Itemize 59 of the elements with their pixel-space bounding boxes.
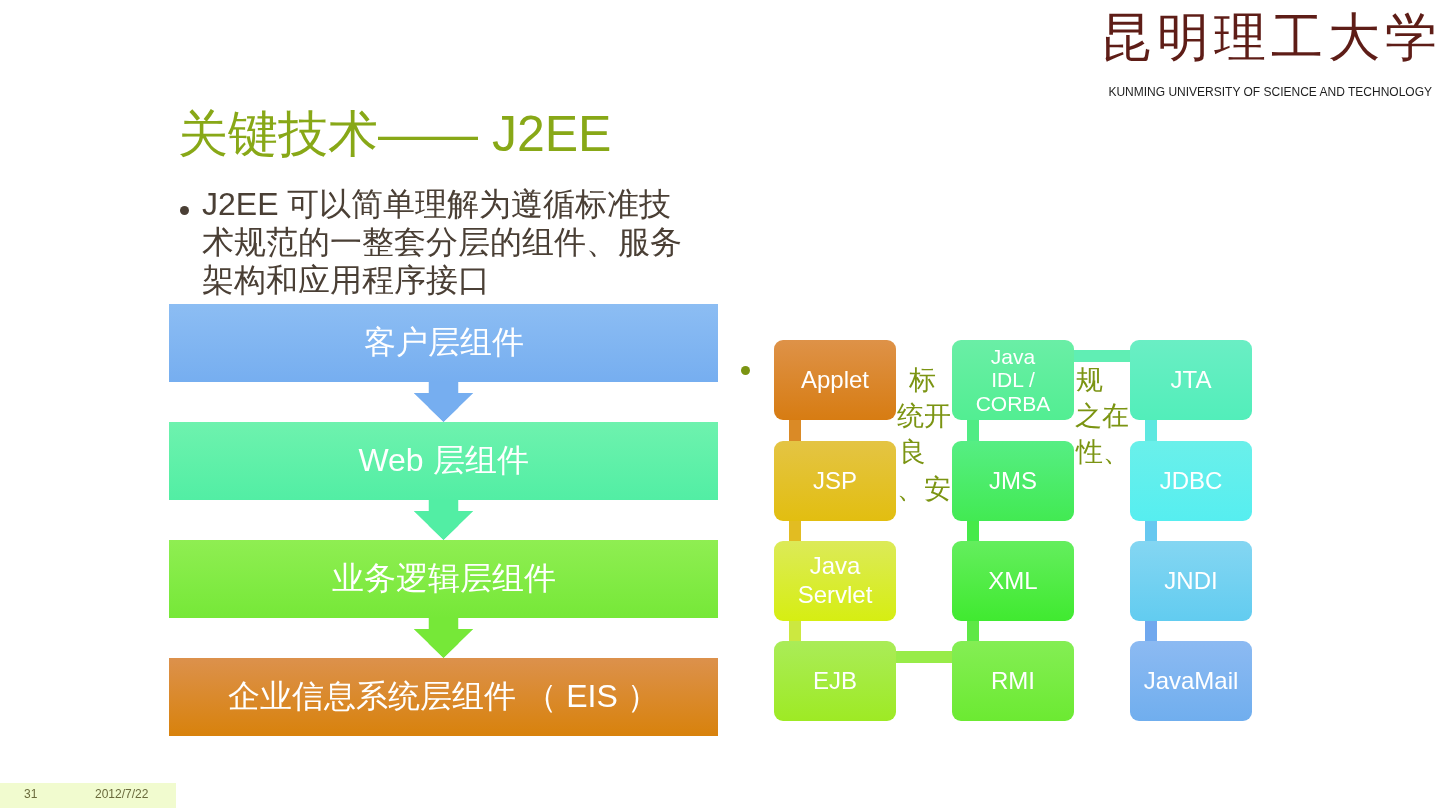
technology-label: JDBC	[1159, 466, 1223, 496]
connector-line	[789, 621, 801, 641]
text-fragment: 标	[909, 365, 936, 397]
layer-band	[169, 540, 718, 618]
layer-label: 企业信息系统层组件 （ EIS ）	[228, 677, 659, 716]
connector-line	[967, 420, 979, 441]
technology-label: JMS	[989, 466, 1037, 496]
connector-line	[967, 621, 979, 641]
technology-tile	[952, 641, 1074, 721]
technology-label: Java Servlet	[796, 552, 874, 610]
university-name: KUNMING UNIVERSITY OF SCIENCE AND TECHNOLOGY	[1107, 86, 1432, 100]
layer-label: 客户层组件	[363, 323, 524, 362]
connector-line	[896, 651, 952, 663]
technology-label: Java IDL / CORBA	[974, 344, 1052, 416]
arrow	[413, 618, 474, 658]
technology-tile	[1130, 441, 1252, 521]
technology-tile	[774, 340, 896, 420]
text-fragment: 性、	[1076, 437, 1130, 469]
connector-line	[1145, 621, 1157, 641]
layer-band	[169, 304, 718, 382]
technology-label: EJB	[813, 666, 857, 696]
technology-tile	[774, 641, 896, 721]
layer-label: 业务逻辑层组件	[331, 559, 556, 598]
technology-label: RMI	[991, 666, 1035, 696]
connector-line	[789, 420, 801, 441]
slide-date: 2012/7/22	[95, 788, 149, 802]
text-fragment: 、安	[897, 474, 951, 506]
technology-tile	[1130, 641, 1252, 721]
text-fragment: 之在	[1075, 401, 1129, 433]
technology-label: JTA	[1170, 365, 1212, 395]
bullet-text: J2EE 可以简单理解为遵循标准技术规范的一整套分层的组件、服务架构和应用程序接口	[202, 186, 683, 300]
connector-line	[789, 521, 801, 541]
technology-label: XML	[988, 566, 1038, 596]
technology-label: Applet	[800, 365, 870, 395]
technology-label: JavaMail	[1143, 666, 1239, 696]
university-name: 昆明理工大学	[1100, 8, 1440, 68]
technology-label: JNDI	[1164, 566, 1218, 596]
connector-line	[1145, 521, 1157, 541]
layer-band	[169, 422, 718, 500]
technology-tile	[952, 340, 1074, 420]
technology-label: JSP	[813, 466, 857, 496]
text-fragment: 规	[1076, 365, 1103, 397]
text-fragment: 良	[899, 437, 926, 469]
page-number: 31	[24, 788, 38, 802]
connector-line	[1145, 420, 1157, 441]
technology-tile	[952, 541, 1074, 621]
technology-tile	[1130, 541, 1252, 621]
connector-line	[1074, 350, 1130, 362]
arrow	[413, 382, 474, 422]
technology-tile	[952, 441, 1074, 521]
technology-tile	[774, 441, 896, 521]
layer-band	[169, 658, 718, 736]
connector-line	[967, 521, 979, 541]
text-fragment: 统开	[897, 401, 951, 433]
layer-label: Web 层组件	[358, 441, 529, 480]
slide-title: 关键技术—— J2EE	[178, 105, 612, 164]
technology-tile	[1130, 340, 1252, 420]
technology-tile	[774, 541, 896, 621]
arrow	[413, 500, 474, 540]
